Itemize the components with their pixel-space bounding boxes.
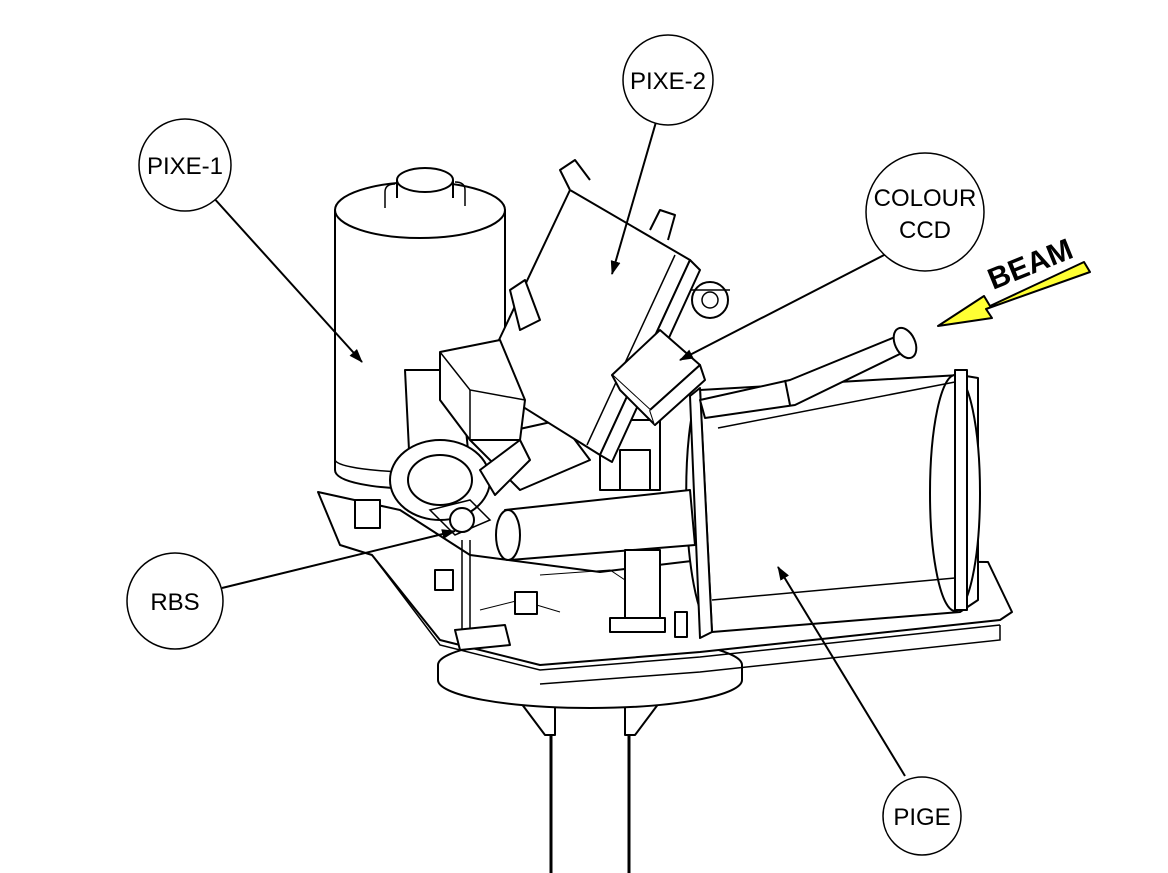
callout-colour-ccd: COLOUR CCD bbox=[865, 152, 985, 272]
callout-pixe2-label: PIXE-2 bbox=[630, 68, 706, 95]
pixe1-leader bbox=[211, 195, 363, 363]
callout-ccd-label-line1: COLOUR bbox=[874, 185, 977, 212]
rbs-detector bbox=[428, 489, 696, 651]
callout-pige: PIGE bbox=[882, 776, 962, 856]
support-stand bbox=[437, 636, 743, 873]
rbs-leader bbox=[221, 529, 456, 589]
callout-pige-label: PIGE bbox=[893, 804, 950, 831]
callout-pixe1: PIXE-1 bbox=[138, 118, 232, 212]
callout-pixe1-label: PIXE-1 bbox=[147, 153, 223, 180]
ccd-leader bbox=[679, 252, 889, 361]
callout-rbs: RBS bbox=[126, 552, 224, 650]
pixe2-leader bbox=[610, 121, 657, 275]
pige-leader bbox=[777, 566, 906, 777]
beam-pipe bbox=[699, 326, 918, 419]
callout-ccd-label-line2: CCD bbox=[899, 217, 951, 244]
callout-pixe2: PIXE-2 bbox=[622, 34, 714, 126]
beam-arrow bbox=[937, 261, 1091, 327]
callout-rbs-label: RBS bbox=[150, 589, 199, 616]
colour-ccd-camera bbox=[611, 281, 730, 426]
